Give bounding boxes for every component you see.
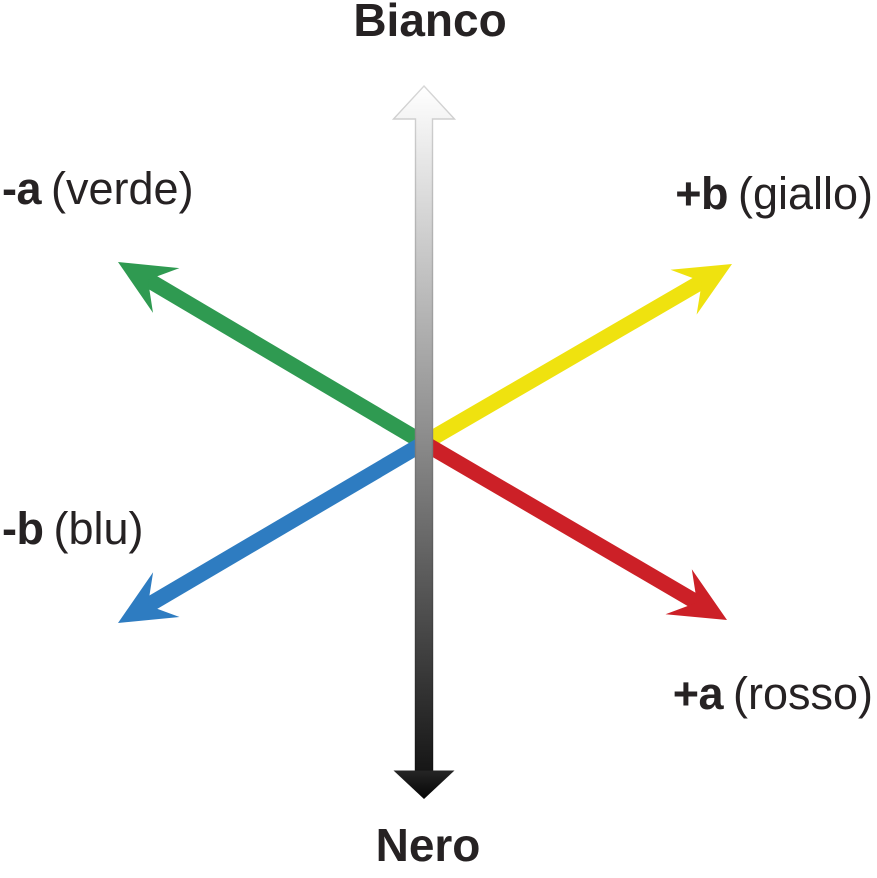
yellow-axis-name: (giallo) (737, 168, 873, 219)
yellow-axis-symbol: +b (675, 168, 729, 219)
yellow-axis-label: +b(giallo) (675, 167, 873, 221)
red-axis-arrow (420, 436, 727, 620)
green-axis-name: (verde) (51, 163, 194, 214)
black-arrowhead-icon (393, 770, 455, 799)
blue-arrow-shaft (138, 436, 428, 616)
red-arrowhead-icon (665, 569, 727, 620)
red-axis-label: +a(rosso) (673, 667, 873, 721)
blue-arrowhead-icon (118, 572, 180, 623)
yellow-arrow-shaft (420, 271, 712, 450)
green-axis-label: -a(verde) (2, 162, 194, 216)
yellow-arrowhead-icon (670, 264, 732, 315)
red-axis-symbol: +a (672, 668, 724, 719)
blue-axis-label: -b(blu) (2, 502, 144, 556)
green-arrow-shaft (138, 269, 428, 450)
black-pole-label: Nero (375, 819, 481, 871)
green-arrowhead-icon (118, 262, 180, 313)
red-axis-name: (rosso) (732, 668, 873, 719)
green-axis-symbol: -a (2, 163, 42, 214)
blue-axis-arrow (118, 436, 428, 623)
yellow-axis-arrow (420, 264, 732, 450)
blue-axis-name: (blu) (53, 503, 144, 554)
blue-axis-symbol: -b (2, 503, 44, 554)
white-pole-label: Bianco (353, 0, 507, 46)
red-arrow-shaft (420, 436, 707, 613)
lightness-axis-arrow (391, 84, 457, 799)
green-axis-arrow (118, 262, 428, 450)
